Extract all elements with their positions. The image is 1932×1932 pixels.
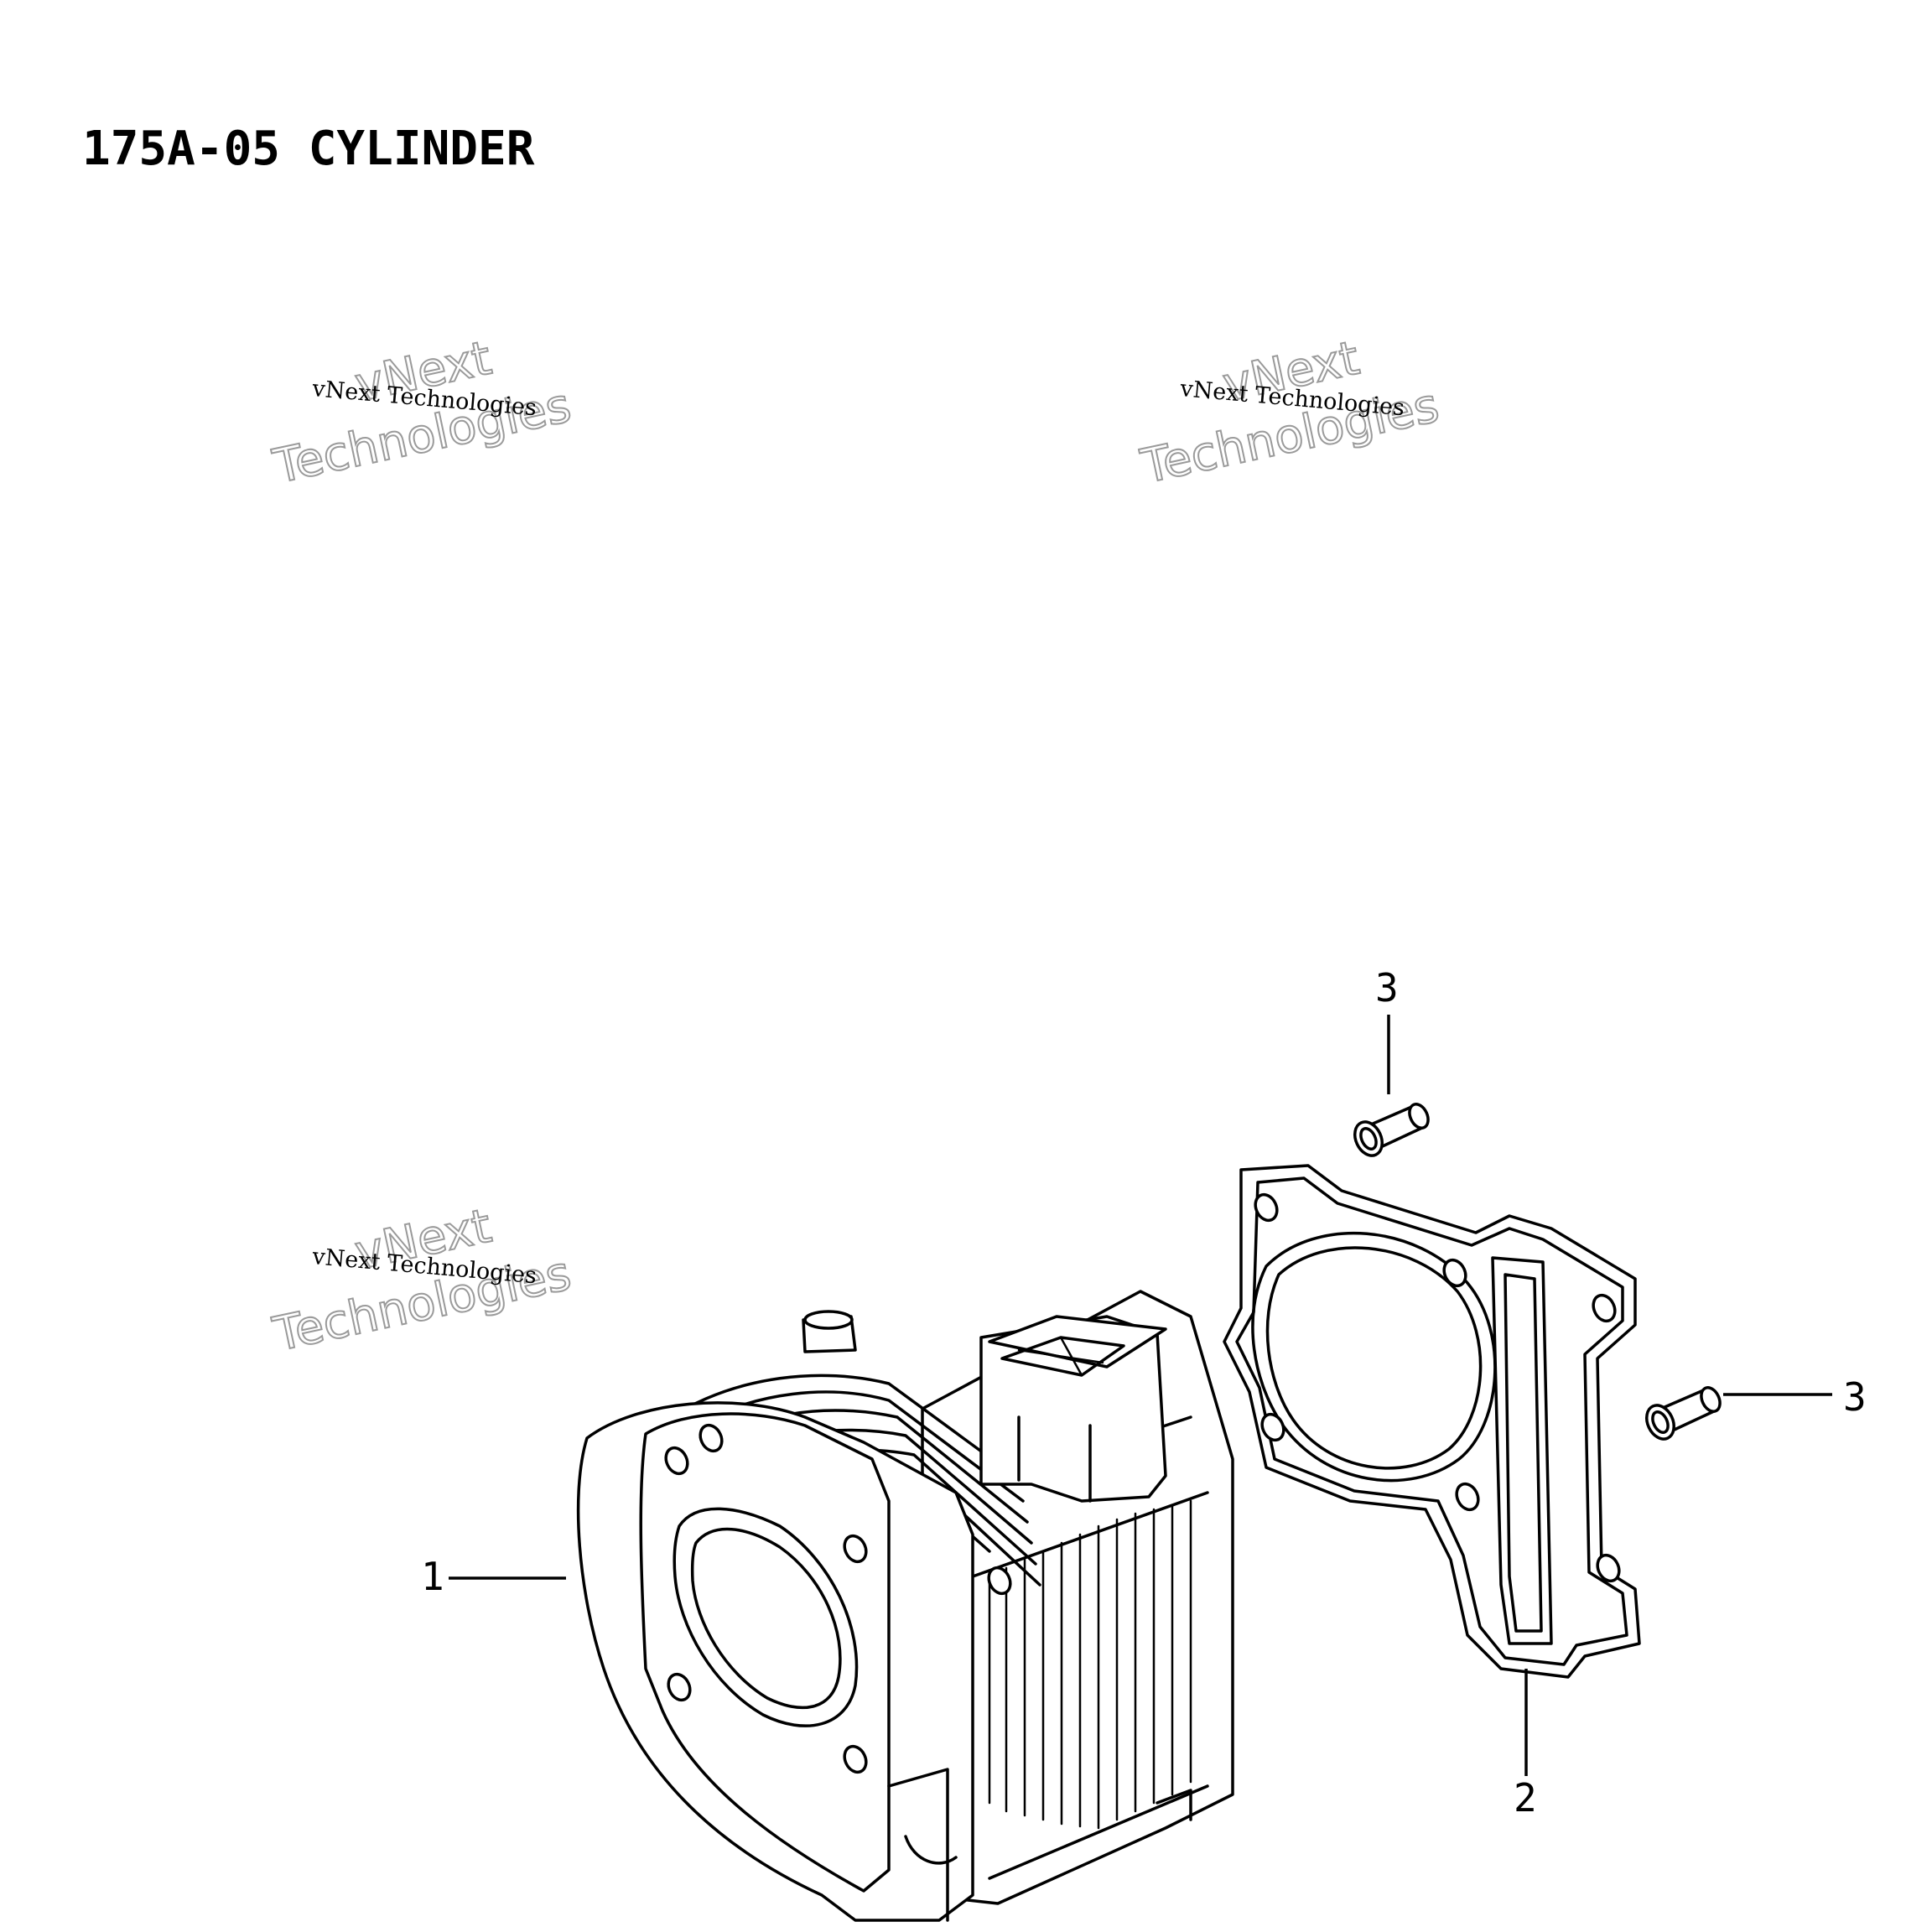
cylinder-part — [576, 1290, 1234, 1922]
svg-text:3: 3 — [1375, 965, 1399, 1010]
cylinder-fins — [971, 1499, 1192, 1830]
callout-2: 2 — [1514, 1669, 1537, 1820]
dowel-pin-top — [1353, 1103, 1430, 1157]
watermark-bottom-left: vNext Technologies vNext Technologies — [267, 1198, 576, 1363]
svg-text:2: 2 — [1514, 1775, 1537, 1820]
callout-3-right: 3 — [1723, 1374, 1867, 1420]
gasket-part — [1223, 1164, 1641, 1679]
watermark-top-right: vNext Technologies vNext Technologies — [1135, 330, 1444, 496]
callout-1: 1 — [421, 1554, 566, 1599]
diagram-title: 175A-05 CYLINDER — [82, 122, 535, 176]
callout-3-top: 3 — [1375, 965, 1399, 1094]
svg-text:3: 3 — [1843, 1374, 1867, 1420]
svg-text:1: 1 — [421, 1554, 444, 1599]
watermark-top-left: vNext Technologies vNext Technologies — [267, 330, 576, 496]
dowel-pin-right — [1645, 1386, 1722, 1441]
